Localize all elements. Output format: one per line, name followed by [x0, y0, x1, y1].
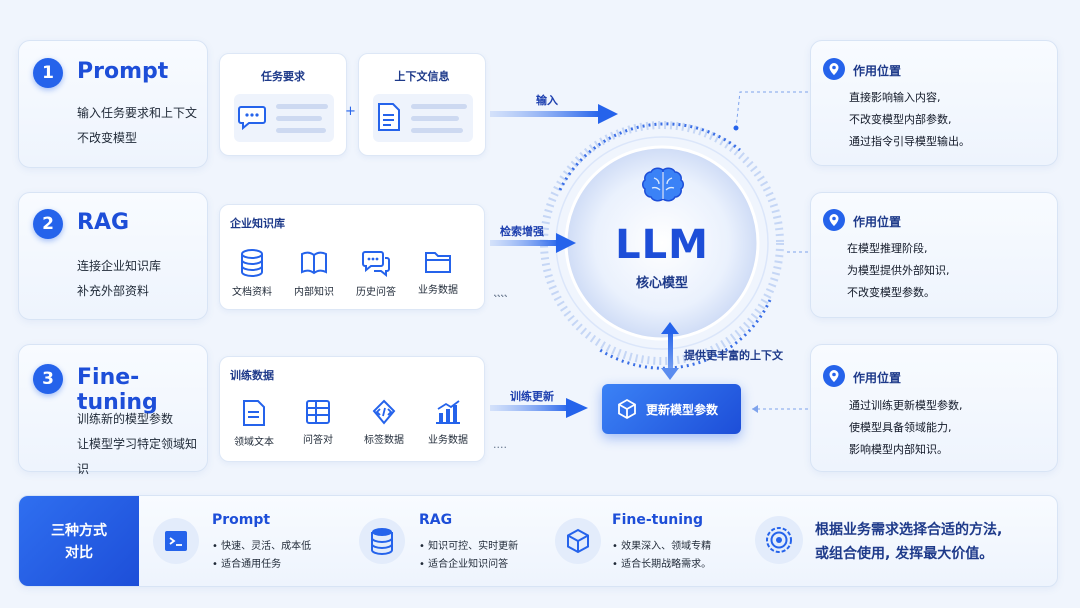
llm-core: LLM 核心模型	[582, 160, 742, 320]
rag-card: 2 RAG 连接企业知识库 补充外部资料	[18, 192, 208, 320]
comparison-bullets: • 效果深入、领域专精 • 适合长期战略需求。	[612, 541, 712, 570]
kb-item-business-data: 业务数据	[408, 249, 468, 296]
desc-line: 让模型学习特定领域知识	[77, 437, 198, 476]
vertical-arrow-label: 提供更丰富的上下文	[684, 349, 783, 362]
role-text: 直接影响输入内容, 不改变模型内部参数, 通过指令引导模型输出。	[849, 91, 970, 148]
desc-line: 训练新的模型参数	[77, 412, 174, 426]
desc-line: 连接企业知识库	[77, 259, 162, 273]
role-card-finetuning: 作用位置 通过训练更新模型参数, 使模型具备领域能力, 影响模型内部知识。	[810, 344, 1058, 472]
role-title: 作用位置	[853, 371, 902, 385]
role-text: 通过训练更新模型参数, 使模型具备领域能力, 影响模型内部知识。	[849, 399, 963, 456]
comparison-title: RAG	[419, 512, 453, 528]
more-indicator: ....	[494, 287, 508, 300]
item-label: 内部知识	[294, 287, 334, 298]
task-requirement-box: 任务要求	[219, 53, 347, 156]
chat-bubble-icon	[238, 104, 266, 134]
desc-line: 补充外部资料	[77, 284, 150, 298]
item-label: 标签数据	[364, 435, 404, 446]
section-title: Fine-tuning	[77, 365, 158, 415]
item-label: 文档资料	[232, 287, 272, 298]
database-icon	[241, 249, 263, 277]
location-pin-icon	[823, 365, 845, 387]
bar-chart-icon	[436, 400, 460, 424]
context-info-box: 上下文信息	[358, 53, 486, 156]
chat-icon	[362, 251, 390, 277]
role-card-rag: 作用位置 在模型推理阶段, 为模型提供外部知识, 不改变模型参数。	[810, 192, 1058, 318]
train-item-labeled-data: 标签数据	[354, 399, 414, 446]
step-number: 1	[33, 58, 63, 88]
kb-item-documents: 文档资料	[222, 249, 282, 298]
table-icon	[306, 400, 330, 424]
brain-icon	[642, 166, 684, 208]
comparison-bullets: • 知识可控、实时更新 • 适合企业知识问答	[419, 541, 519, 570]
plus-sign: +	[345, 104, 356, 119]
item-label: 问答对	[303, 435, 333, 446]
desc-line: 不改变模型	[77, 131, 138, 145]
comparison-title: Fine-tuning	[612, 512, 704, 528]
arrow-label-retrieval: 检索增强	[500, 225, 544, 238]
desc-line: 输入任务要求和上下文	[77, 106, 198, 120]
item-label: 业务数据	[428, 435, 468, 446]
section-desc: 连接企业知识库 补充外部资料	[77, 254, 161, 304]
role-text: 在模型推理阶段, 为模型提供外部知识, 不改变模型参数。	[847, 242, 950, 299]
item-label: 历史问答	[356, 287, 396, 298]
item-label: 业务数据	[418, 285, 458, 296]
role-title: 作用位置	[853, 215, 902, 229]
document-icon	[377, 102, 401, 136]
section-title: RAG	[77, 210, 130, 235]
folder-icon	[425, 252, 451, 273]
panel-label: 企业知识库	[230, 217, 285, 230]
book-icon	[301, 251, 327, 275]
role-card-prompt: 作用位置 直接影响输入内容, 不改变模型内部参数, 通过指令引导模型输出。	[810, 40, 1058, 166]
cube-icon	[616, 398, 638, 424]
role-title: 作用位置	[853, 64, 902, 78]
step-number: 2	[33, 209, 63, 239]
section-desc: 训练新的模型参数 让模型学习特定领域知识	[77, 407, 207, 482]
comparison-bar: 三种方式 对比 Prompt • 快速、灵活、成本低 • 适合通用任务 RAG …	[18, 495, 1058, 587]
more-indicator: ....	[493, 286, 507, 299]
step-number: 3	[33, 364, 63, 394]
target-icon	[755, 516, 803, 564]
train-item-qa-pairs: 问答对	[288, 399, 348, 446]
section-desc: 输入任务要求和上下文 不改变模型	[77, 101, 197, 151]
training-data-panel: 训练数据 领域文本 问答对 标签数据 业务数据	[219, 356, 485, 462]
train-item-business-data: 业务数据	[418, 399, 478, 446]
location-pin-icon	[823, 58, 845, 80]
prompt-card: 1 Prompt 输入任务要求和上下文 不改变模型	[18, 40, 208, 168]
kb-item-internal-knowledge: 内部知识	[284, 249, 344, 298]
code-tag-icon	[372, 399, 396, 425]
kb-item-history-qa: 历史问答	[346, 249, 406, 298]
terminal-icon	[153, 518, 199, 564]
arrow-label-input: 输入	[536, 94, 558, 107]
comparison-header: 三种方式 对比	[19, 496, 139, 586]
box-label: 上下文信息	[394, 70, 450, 83]
location-pin-icon	[823, 209, 845, 231]
comparison-title: Prompt	[212, 512, 271, 528]
conclusion-text: 根据业务需求选择合适的方法, 或组合使用, 发挥最大价值。	[815, 522, 1003, 562]
file-text-icon	[243, 400, 265, 426]
database-icon	[359, 518, 405, 564]
update-params-label: 更新模型参数	[646, 403, 719, 417]
llm-subtitle: 核心模型	[635, 276, 688, 291]
section-title: Prompt	[77, 59, 169, 84]
finetuning-card: 3 Fine-tuning 训练新的模型参数 让模型学习特定领域知识	[18, 344, 208, 476]
comparison-header-text: 三种方式 对比	[51, 523, 107, 561]
arrow-label-training: 训练更新	[510, 390, 554, 403]
enterprise-kb-panel: 企业知识库 文档资料 内部知识 历史问答 业务数据 ....	[219, 204, 508, 310]
box-label: 任务要求	[261, 70, 305, 83]
train-item-domain-text: 领域文本	[224, 399, 284, 448]
comparison-bullets: • 快速、灵活、成本低 • 适合通用任务	[212, 541, 312, 570]
item-label: 领域文本	[234, 437, 274, 448]
more-indicator: ....	[493, 438, 507, 451]
cube-icon	[555, 518, 601, 564]
panel-label: 训练数据	[230, 369, 274, 382]
llm-title: LLM	[615, 222, 709, 268]
update-params-box: 更新模型参数	[602, 384, 741, 434]
